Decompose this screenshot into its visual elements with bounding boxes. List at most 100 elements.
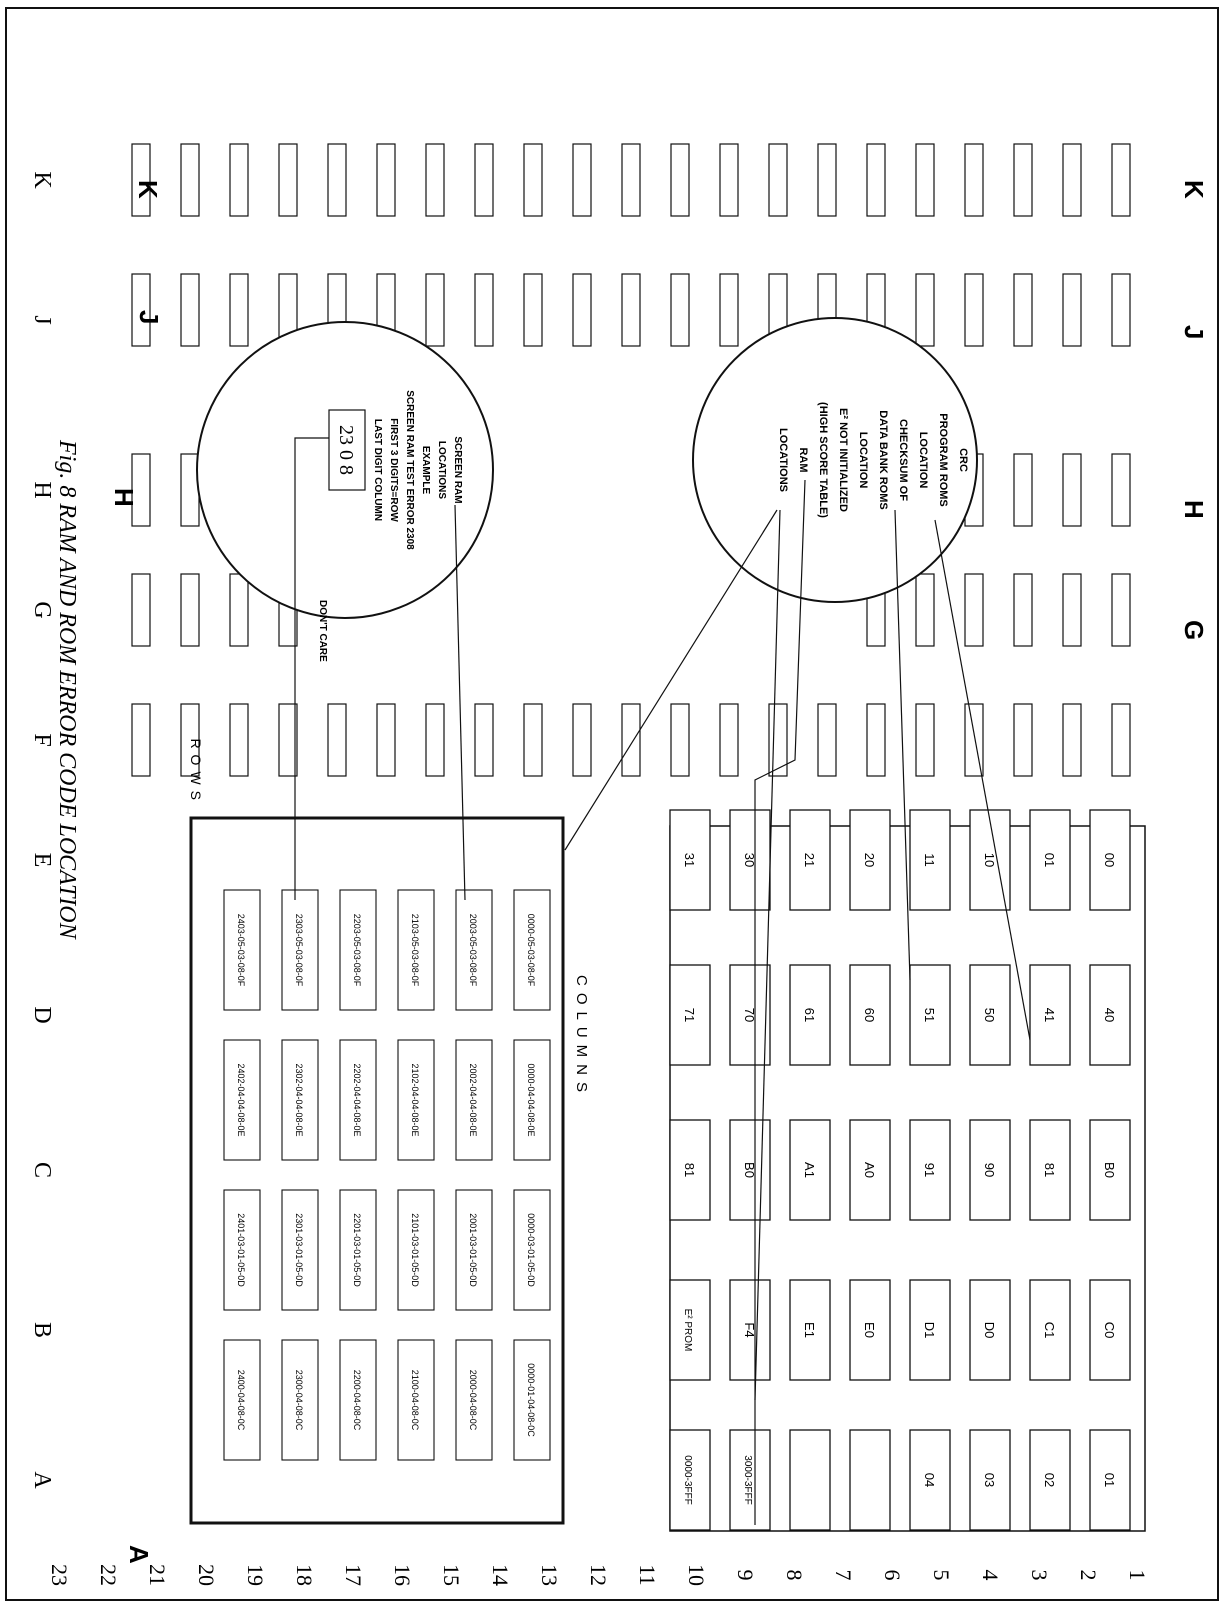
ram-cell-label-3-2: 2202-04-04-08-0E	[352, 1063, 362, 1136]
rom-chip-col_A-2	[969, 1429, 1011, 1531]
callout-right-line-8: RAM	[797, 447, 809, 472]
row-number-3: 3	[1027, 1570, 1052, 1581]
column-letter-J: J	[29, 315, 55, 324]
rom-chip-col_D-1	[1029, 964, 1071, 1066]
ram-cell-label-1-0: 2000-04-08-0C	[468, 1370, 478, 1431]
rom-chip-label-col_E-6: 30	[742, 853, 757, 867]
callout-left-line-4: FIRST 3 DIGITS=ROW	[388, 418, 399, 522]
ram-cell-1-3	[455, 889, 493, 1011]
socket-4-14	[425, 703, 445, 777]
rom-chip-col_D-7	[669, 964, 711, 1066]
socket-4-6	[817, 703, 837, 777]
socket-4-19	[180, 703, 200, 777]
ram-cell-label-3-0: 2200-04-08-0C	[352, 1370, 362, 1431]
callout-left-dont-care: DON'T CARE	[317, 600, 328, 662]
socket-4-5	[866, 703, 886, 777]
socket-0-2	[1013, 143, 1033, 217]
socket-0-16	[327, 143, 347, 217]
socket-4-10	[621, 703, 641, 777]
ram-cell-5-0	[223, 1339, 261, 1461]
rom-chip-col_A-6	[729, 1429, 771, 1531]
ram-cell-label-1-2: 2002-04-04-08-0E	[468, 1063, 478, 1136]
ram-cell-5-2	[223, 1039, 261, 1161]
socket-2-2	[1013, 453, 1033, 527]
socket-1-13	[474, 273, 494, 347]
component-label-K-right: K	[1179, 180, 1209, 199]
rom-chip-col_E-4	[849, 809, 891, 911]
leader-lines	[294, 437, 1031, 1525]
socket-4-16	[327, 703, 347, 777]
rom-chip-col_C-2	[969, 1119, 1011, 1221]
rom-chip-label-col_C-2: 90	[982, 1163, 997, 1177]
ram-cell-label-5-2: 2402-04-04-08-0E	[236, 1063, 246, 1136]
rom-chip-col_D-5	[789, 964, 831, 1066]
socket-3-18	[229, 573, 249, 647]
column-letter-K: K	[29, 171, 55, 189]
socket-1-0	[1111, 273, 1131, 347]
socket-1-18	[229, 273, 249, 347]
row-number-13: 13	[537, 1564, 562, 1586]
ram-cell-label-5-3: 2403-05-03-08-0F	[236, 914, 246, 987]
socket-4-2	[1013, 703, 1033, 777]
socket-0-0	[1111, 143, 1131, 217]
rom-chip-label-col_D-3: 51	[922, 1008, 937, 1022]
rom-chip-label-col_B-2: D0	[982, 1322, 997, 1339]
socket-4-8	[719, 703, 739, 777]
row-number-8: 8	[782, 1570, 807, 1581]
socket-1-10	[621, 273, 641, 347]
component-letters: K J H A K J H G	[109, 180, 1209, 1564]
ram-cell-0-3	[513, 889, 551, 1011]
socket-4-20	[131, 703, 151, 777]
columns-label: COLUMNS	[573, 975, 590, 1099]
ram-cell-label-4-3: 2303-05-03-08-0F	[294, 914, 304, 987]
ram-cell-label-4-1: 2301-03-01-05-0D	[294, 1213, 304, 1287]
socket-4-4	[915, 703, 935, 777]
page-border	[5, 7, 1219, 1601]
ram-cell-2-1	[397, 1189, 435, 1311]
rom-chip-label-col_E-0: 00	[1102, 853, 1117, 867]
socket-2-1	[1062, 453, 1082, 527]
socket-0-5	[866, 143, 886, 217]
socket-1-4	[915, 273, 935, 347]
rom-chip-label-col_C-4: A0	[862, 1162, 877, 1178]
socket-3-2	[1013, 573, 1033, 647]
ram-cell-label-0-3: 0000-05-03-08-0F	[526, 914, 536, 987]
figure-caption: Fig. 8 RAM AND ROM ERROR CODE LOCATION	[54, 439, 80, 941]
rom-chip-col_D-3	[909, 964, 951, 1066]
rom-chip-grid: 010203043000-3FFF0000-3FFFC0C1D0D1E0E1F4…	[669, 809, 1131, 1531]
rom-chip-col_A-5	[789, 1429, 831, 1531]
ram-cell-4-3	[281, 889, 319, 1011]
socket-4-9	[670, 703, 690, 777]
ram-cell-1-1	[455, 1189, 493, 1311]
ram-cell-3-1	[339, 1189, 377, 1311]
rom-chip-col_E-7	[669, 809, 711, 911]
socket-0-4	[915, 143, 935, 217]
callout-left-line-1: LOCATIONS	[436, 441, 447, 499]
column-letter-A: A	[29, 1471, 55, 1489]
socket-0-3	[964, 143, 984, 217]
callout-left-line-5: LAST DIGIT COLUMN	[372, 419, 383, 521]
callout-right-line-2: LOCATION	[917, 432, 929, 489]
ram-cell-label-1-1: 2001-03-01-05-0D	[468, 1213, 478, 1287]
rom-chip-col_A-0	[1089, 1429, 1131, 1531]
rom-chip-label-col_C-6: B0	[742, 1162, 757, 1178]
row-number-16: 16	[390, 1564, 415, 1586]
row-number-11: 11	[635, 1564, 660, 1585]
socket-3-3	[964, 573, 984, 647]
rom-chip-label-col_A-7: 0000-3FFF	[682, 1455, 693, 1504]
callout-right-line-3: CHECKSUM OF	[897, 419, 909, 501]
rom-chip-col_E-2	[969, 809, 1011, 911]
rom-chip-label-col_B-3: D1	[922, 1322, 937, 1339]
socket-0-8	[719, 143, 739, 217]
ram-cell-label-5-0: 2400-04-08-0C	[236, 1370, 246, 1431]
rom-chip-label-col_B-0: C0	[1102, 1322, 1117, 1339]
socket-1-3	[964, 273, 984, 347]
row-number-18: 18	[292, 1564, 317, 1586]
ram-cell-2-0	[397, 1339, 435, 1461]
ram-cell-2-2	[397, 1039, 435, 1161]
component-label-G-right: G	[1179, 620, 1209, 640]
rom-chip-col_E-0	[1089, 809, 1131, 911]
socket-0-13	[474, 143, 494, 217]
component-label-K-left: K	[133, 180, 163, 199]
